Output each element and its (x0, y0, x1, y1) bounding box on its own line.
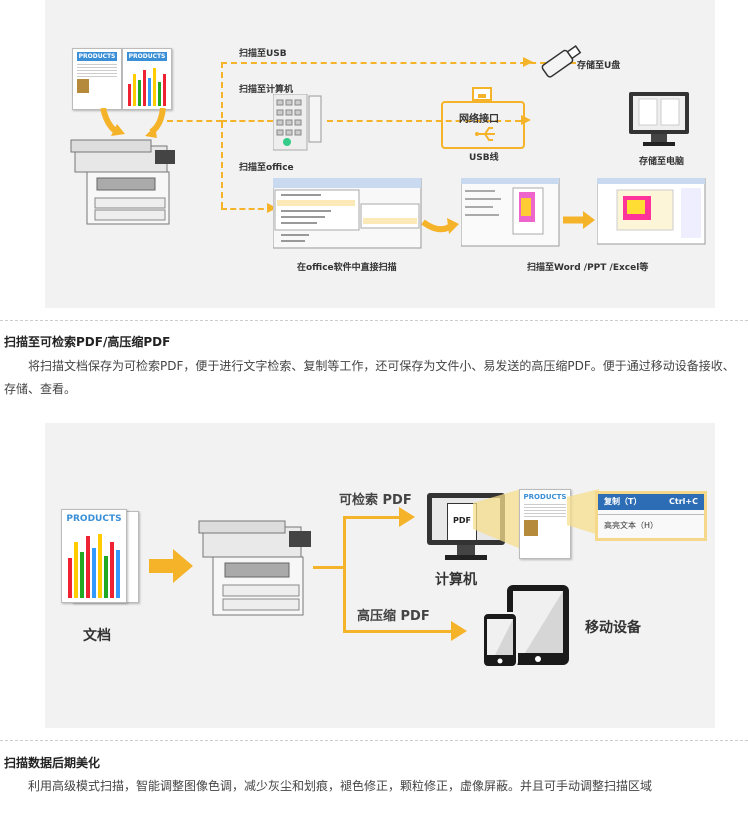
bar-chart-icon (68, 534, 120, 598)
products-header: PRODUCTS (127, 52, 167, 61)
document-image: PRODUCTS (72, 48, 122, 110)
document-chart-image: PRODUCTS (61, 509, 127, 603)
powerpoint-window-image (597, 178, 706, 245)
label-scan-to-office-docs: 扫描至Word /PPT /Excel等 (527, 263, 649, 273)
office-window-image (273, 178, 422, 249)
printer-image (198, 520, 311, 616)
section-title-post-processing: 扫描数据后期美化 (4, 756, 101, 770)
section-title-searchable-pdf: 扫描至可检索PDF/高压缩PDF (4, 335, 171, 349)
products-header: PRODUCTS (77, 52, 117, 61)
products-header: PRODUCTS (523, 493, 567, 501)
mobile-devices-image (482, 585, 569, 668)
label-scan-usb: 扫描至USB (239, 49, 287, 59)
connector-line (343, 630, 453, 633)
label-mobile-device: 移动设备 (585, 620, 641, 636)
network-port-icon (472, 87, 492, 101)
connector-line (343, 516, 346, 630)
usb-symbol-icon (475, 127, 495, 141)
menu-item-copy-shortcut: Ctrl+C (669, 497, 698, 506)
pdf-file-icon: PDF (447, 503, 477, 541)
connector-line (343, 516, 403, 519)
arrow-right-icon (399, 507, 415, 527)
doc-photo (524, 520, 538, 536)
doc-photo (77, 79, 89, 93)
connection-box (441, 101, 525, 149)
label-usb-cable: USB线 (469, 153, 499, 163)
zoom-projection (473, 489, 521, 549)
printer-image (70, 139, 175, 225)
label-computer: 计算机 (435, 572, 477, 588)
section-body-searchable-pdf: 将扫描文档保存为可检索PDF，便于进行文字检索、复制等工作，还可保存为文件小、易… (4, 359, 735, 396)
monitor-image (629, 92, 689, 146)
context-menu: 复制（T） Ctrl+C 高亮文本（H） (595, 491, 707, 541)
bar-chart-icon (128, 68, 166, 106)
scan-destinations-diagram: PRODUCTS PRODUCTS 扫描至USB 扫描至计算机 扫描 (45, 0, 715, 308)
label-compressed-pdf: 高压缩 PDF (357, 609, 430, 624)
usb-drive-image (541, 45, 582, 78)
products-header: PRODUCTS (66, 514, 122, 524)
menu-item-highlight-label: 高亮文本（H） (604, 521, 659, 530)
menu-separator (598, 514, 704, 515)
label-searchable-pdf: 可检索 PDF (339, 493, 412, 508)
label-document: 文档 (83, 628, 111, 644)
scanner-software-image (461, 178, 560, 247)
label-office-scan: 在office软件中直接扫描 (297, 263, 397, 273)
label-network-interface: 网络接口 (459, 114, 499, 125)
label-store-usb: 存储至U盘 (577, 61, 621, 71)
arrow-right-icon (563, 211, 595, 229)
document-chart-image: PRODUCTS (122, 48, 172, 110)
arrow-down-icon (100, 108, 166, 138)
searchable-document-image: PRODUCTS (519, 489, 571, 559)
control-panel-image (273, 94, 322, 151)
menu-item-copy-label: 复制（T） (604, 497, 642, 506)
menu-item-copy[interactable]: 复制（T） Ctrl+C (598, 494, 704, 510)
label-store-pc: 存储至电脑 (639, 157, 685, 167)
menu-item-highlight[interactable]: 高亮文本（H） (598, 519, 704, 533)
label-scan-office: 扫描至office (239, 163, 294, 173)
section-body-post-processing: 利用高级模式扫描，智能调整图像色调，减少灰尘和划痕，褪色修正，颗粒修正，虚像屏蔽… (28, 779, 653, 793)
connector-line (313, 566, 345, 569)
zoom-projection (567, 489, 599, 535)
label-scan-computer: 扫描至计算机 (239, 85, 294, 95)
arrow-right-icon (421, 218, 459, 234)
arrow-right-icon (267, 203, 277, 213)
arrow-right-icon (451, 621, 467, 641)
divider (0, 320, 748, 321)
arrow-right-icon (523, 57, 533, 67)
divider (0, 740, 748, 741)
arrow-right-icon (149, 549, 193, 583)
pdf-scan-diagram: PRODUCTS 文档 可检索 PDF 高压缩 PDF P (45, 423, 715, 728)
